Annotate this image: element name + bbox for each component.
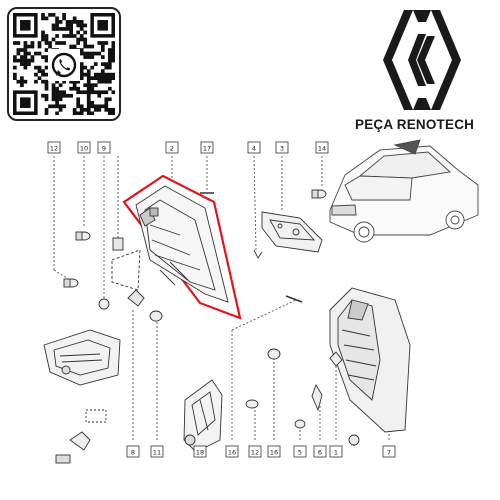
svg-text:4: 4 xyxy=(252,145,256,153)
callout-top-17: 17 xyxy=(200,141,214,154)
callout-top-3: 3 xyxy=(275,141,289,154)
tail-lamp-right xyxy=(329,287,411,433)
callout-bottom-16: 16 xyxy=(267,445,281,458)
svg-text:16: 16 xyxy=(228,449,236,457)
qr-code[interactable] xyxy=(7,7,121,121)
bracket-part-3 xyxy=(253,211,323,259)
bulb-socket xyxy=(55,409,107,464)
callout-bottom-8: 8 xyxy=(126,445,140,458)
svg-text:7: 7 xyxy=(387,449,391,457)
brand-name: PEÇA RENOTECH xyxy=(355,117,475,132)
svg-text:17: 17 xyxy=(203,145,211,153)
side-lamp-unit xyxy=(43,329,121,386)
callout-bottom-11: 11 xyxy=(150,445,164,458)
lamp-unit-18 xyxy=(183,379,223,453)
svg-text:10: 10 xyxy=(80,145,88,153)
svg-text:9: 9 xyxy=(102,145,106,153)
svg-text:2: 2 xyxy=(170,145,174,153)
leader-lines-top xyxy=(53,155,323,300)
fasteners-right xyxy=(245,348,360,446)
car-illustration xyxy=(329,139,479,243)
callout-top-12: 12 xyxy=(47,141,61,154)
bolt-14 xyxy=(311,189,327,199)
callout-bottom-1: 1 xyxy=(329,445,343,458)
callout-bottom-6: 6 xyxy=(313,445,327,458)
callout-bottom-12: 12 xyxy=(248,445,262,458)
svg-text:18: 18 xyxy=(196,449,204,457)
svg-text:16: 16 xyxy=(270,449,278,457)
callout-top-9: 9 xyxy=(97,141,111,154)
callout-top-14: 14 xyxy=(315,141,329,154)
pin-16 xyxy=(285,295,303,303)
tail-lamp-housing xyxy=(135,185,229,303)
callout-top-4: 4 xyxy=(247,141,261,154)
qr-pattern xyxy=(13,13,115,115)
callout-bottom-16: 16 xyxy=(225,445,239,458)
svg-text:5: 5 xyxy=(298,449,302,457)
svg-text:11: 11 xyxy=(153,449,161,457)
tail-lamp-highlight xyxy=(122,174,242,320)
svg-text:3: 3 xyxy=(280,145,284,153)
callout-top-10: 10 xyxy=(77,141,91,154)
callout-top-2: 2 xyxy=(165,141,179,154)
svg-text:1: 1 xyxy=(334,449,338,457)
svg-text:6: 6 xyxy=(318,449,322,457)
callout-bottom-5: 5 xyxy=(293,445,307,458)
svg-text:12: 12 xyxy=(50,145,58,153)
fasteners-left xyxy=(63,231,163,322)
callout-bottom-7: 7 xyxy=(382,445,396,458)
whatsapp-icon xyxy=(48,49,80,81)
svg-text:8: 8 xyxy=(131,449,135,457)
callout-bottom-18: 18 xyxy=(193,445,207,458)
renault-diamond-logo xyxy=(383,10,461,110)
svg-text:14: 14 xyxy=(318,145,326,153)
svg-text:12: 12 xyxy=(251,449,259,457)
